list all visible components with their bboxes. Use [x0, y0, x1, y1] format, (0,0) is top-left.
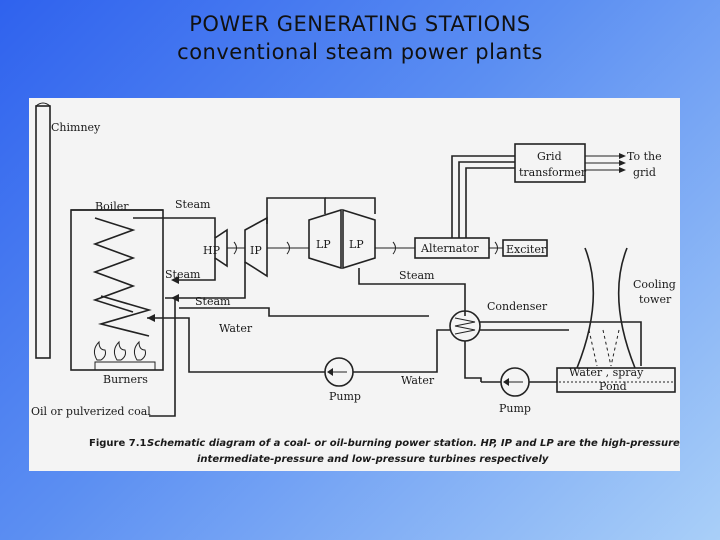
burners-label: Burners: [103, 373, 148, 386]
diagram-svg: Chimney Boiler Burners Oil or pulverized…: [31, 102, 680, 465]
alternator-label: Alternator: [420, 242, 479, 255]
caption-number: Figure 7.1: [89, 438, 146, 449]
exciter-box: [502, 239, 548, 257]
pump-right: [500, 367, 530, 397]
fuel-label: Oil or pulverized coal: [31, 405, 151, 418]
lp1-label: LP: [316, 238, 331, 251]
grid-transformer-label-2: transformer: [519, 166, 587, 179]
cooling-tower-label-1: Cooling: [633, 278, 676, 291]
lp-turbine-2: [342, 208, 376, 270]
lp2-label: LP: [349, 238, 364, 251]
ip-turbine: [244, 216, 268, 278]
pump-left-label: Pump: [329, 390, 361, 403]
boiler: [70, 209, 164, 371]
cooling-tower-label-2: tower: [639, 293, 672, 306]
water-pump-line-label: Water: [401, 374, 435, 387]
caption-line-2: intermediate-pressure and low-pressure t…: [197, 454, 549, 465]
steam-top-label: Steam: [175, 198, 211, 211]
to-grid-label-2: grid: [633, 166, 656, 179]
water-return-label: Water: [219, 322, 253, 335]
title-line-1: POWER GENERATING STATIONS: [189, 12, 531, 36]
exciter-label: Exciter: [506, 243, 547, 256]
to-grid-label-1: To the: [627, 150, 662, 163]
title-line-2: conventional steam power plants: [177, 40, 543, 64]
steam-to-condenser-label: Steam: [399, 269, 435, 282]
boiler-label: Boiler: [95, 200, 129, 213]
lp-turbine-1: [308, 208, 342, 270]
hp-turbine: [214, 228, 228, 268]
pond: [556, 367, 676, 393]
chimney-label: Chimney: [51, 121, 101, 134]
chimney: [35, 102, 51, 359]
steam-left-mid-label: Steam: [165, 268, 201, 281]
pump-left: [324, 357, 354, 387]
grid-transformer-label-1: Grid: [537, 150, 562, 163]
burner-flames: [93, 340, 156, 371]
pump-right-label: Pump: [499, 402, 531, 415]
hp-label: HP: [203, 244, 221, 257]
ip-label: IP: [250, 244, 262, 257]
power-station-diagram: Chimney Boiler Burners Oil or pulverized…: [29, 98, 680, 471]
pond-label: Pond: [599, 380, 627, 393]
slide-title: POWER GENERATING STATIONS conventional s…: [0, 10, 720, 66]
steam-left-low-label: Steam: [195, 295, 231, 308]
condenser-label: Condenser: [487, 300, 548, 313]
cooling-tower: [576, 247, 636, 369]
water-spray-label: Water , spray: [569, 366, 644, 379]
caption-line-1: Schematic diagram of a coal- or oil-burn…: [147, 438, 680, 449]
